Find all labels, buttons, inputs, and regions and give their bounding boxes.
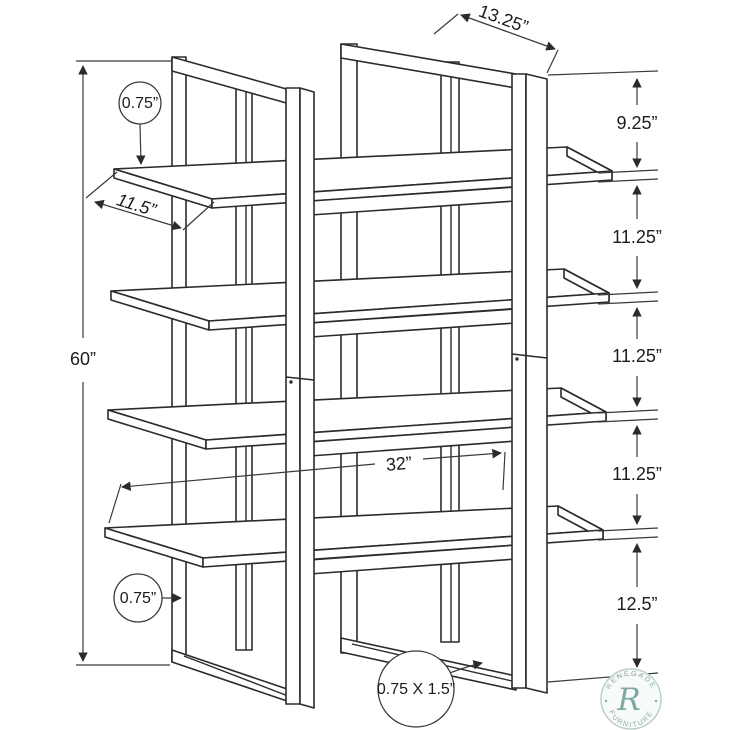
callout-tube-top: 0.75” — [118, 81, 162, 165]
width-tick-left — [108, 483, 122, 524]
base-tube-circle — [377, 650, 455, 728]
front-right-post-seam — [511, 353, 548, 359]
spacing-ext-s1b — [597, 178, 659, 183]
front-left-post-side — [299, 87, 315, 709]
spacing-3-label: 11.25” — [612, 346, 662, 366]
shelf-depth-label: 11.5” — [114, 189, 159, 220]
spacing-2-label: 11.25” — [612, 227, 662, 247]
depth-dim-right — [507, 31, 556, 51]
tube-top-leader — [135, 123, 146, 165]
spacing-ext-s1a — [597, 169, 659, 174]
watermark-renegade-furniture: RENEGADE FURNITURE R — [600, 668, 662, 730]
front-right-post — [511, 73, 527, 689]
width-tick-right — [502, 451, 506, 491]
watermark-monogram: R — [616, 682, 640, 718]
shelf-width-label: 32” — [385, 453, 413, 475]
front-left-connector-dot — [289, 380, 293, 384]
spacing-ext-s3a — [597, 409, 659, 414]
spacing-ext-s2a — [597, 291, 659, 296]
tube-top-label: 0.75” — [122, 95, 158, 112]
tube-bottom-label: 0.75” — [120, 590, 156, 607]
height-label: 60” — [70, 349, 96, 369]
front-right-post-side — [525, 73, 548, 694]
spacing-4-label: 11.25” — [612, 464, 662, 484]
watermark-ring — [600, 668, 662, 730]
callout-base-tube: 0.75 X 1.5” — [377, 650, 483, 728]
tube-bottom-circle — [113, 573, 163, 623]
dimension-height: 60” — [70, 60, 172, 666]
shelf-depth-dim-front — [137, 214, 182, 231]
depth-tick-left — [433, 13, 459, 35]
left-base-brace — [183, 655, 289, 697]
width-dim-left — [121, 463, 376, 491]
depth-dim-left — [460, 13, 509, 33]
front-right-connector-dot — [515, 357, 519, 361]
callout-tube-bottom: 0.75” — [113, 573, 182, 623]
depth-tick-right — [546, 49, 559, 74]
spacing-ext-s4b — [597, 536, 659, 541]
tube-top-circle — [118, 81, 162, 125]
front-left-post — [285, 87, 301, 705]
shelf-depth-tick-front — [182, 201, 215, 231]
shelf-depth-dim-back — [94, 199, 139, 216]
bookcase-drawing — [104, 43, 613, 709]
top-depth-label: 13.25” — [476, 1, 531, 37]
left-frame-top-rail — [171, 56, 291, 105]
dimension-right-spacings: 9.25” 11.25” 11.25” 11.25” 12.5” — [547, 70, 662, 683]
watermark-dot-left — [604, 699, 608, 703]
front-left-post-seam — [285, 376, 315, 381]
base-tube-label: 0.75 X 1.5” — [377, 681, 455, 698]
front-posts — [285, 73, 548, 709]
spacing-ext-s4a — [597, 527, 659, 532]
right-frame-top-rail — [340, 43, 517, 89]
spacing-ext-s2b — [597, 300, 659, 305]
dimension-shelf-width: 32” — [108, 448, 506, 524]
spacing-ext-s3b — [597, 418, 659, 423]
spacing-5-label: 12.5” — [616, 594, 657, 614]
shelf-depth-tick-back — [85, 171, 118, 199]
width-dim-right — [422, 448, 502, 460]
watermark-dot-right — [654, 699, 658, 703]
back-left-post — [171, 56, 187, 663]
spacing-1-label: 9.25” — [616, 113, 657, 133]
spacing-ext-top — [547, 70, 659, 76]
